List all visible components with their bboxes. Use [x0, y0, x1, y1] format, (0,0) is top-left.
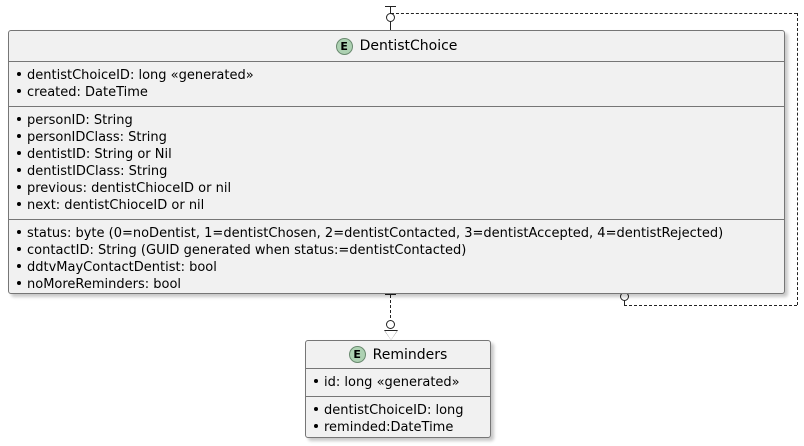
attribute-text: dentistChoiceID: long	[324, 403, 464, 418]
attribute-text: dentistChoiceID: long «generated»	[27, 68, 254, 83]
attribute-row: dentistID: String or Nil	[17, 146, 778, 163]
compartment-divider	[9, 219, 784, 220]
entity-dentistchoice[interactable]: E DentistChoice dentistChoiceID: long «g…	[8, 30, 785, 294]
attribute-text: dentistIDClass: String	[27, 164, 168, 179]
bullet-icon	[17, 168, 21, 172]
bullet-icon	[314, 424, 318, 428]
attribute-row: personIDClass: String	[17, 129, 778, 146]
attribute-row: contactID: String (GUID generated when s…	[17, 242, 778, 259]
multiplicity-tick-top	[385, 6, 396, 7]
attribute-text: created: DateTime	[27, 85, 148, 100]
attribute-text: personIDClass: String	[27, 130, 167, 145]
bullet-icon	[17, 89, 21, 93]
entity-dentistchoice-name: DentistChoice	[359, 38, 458, 54]
attribute-row: status: byte (0=noDentist, 1=dentistChos…	[17, 225, 778, 242]
bullet-icon	[17, 247, 21, 251]
attribute-text: ddtvMayContactDentist: bool	[27, 260, 217, 275]
attribute-text: next: dentistChioceID or nil	[27, 198, 205, 213]
attribute-text: reminded:DateTime	[324, 420, 454, 435]
attribute-row: dentistChoiceID: long «generated»	[17, 67, 778, 84]
self-loop-bottom-dash	[624, 305, 797, 306]
compartment-divider	[9, 61, 784, 62]
entity-icon: E	[335, 37, 353, 55]
entity-dentistchoice-status-compartment: status: byte (0=noDentist, 1=dentistChos…	[9, 220, 784, 298]
bullet-icon	[17, 264, 21, 268]
self-loop-right-dash	[797, 13, 798, 305]
entity-reminders-identity-compartment: id: long «generated»	[306, 369, 490, 396]
attribute-row: noMoreReminders: bool	[17, 276, 778, 293]
attribute-text: dentistID: String or Nil	[27, 147, 172, 162]
bullet-icon	[314, 407, 318, 411]
entity-reminders[interactable]: E Reminders id: long «generated» dentist…	[305, 340, 491, 438]
bullet-icon	[17, 230, 21, 234]
attribute-row: reminded:DateTime	[314, 419, 484, 436]
reminders-conn-dash	[390, 300, 391, 318]
bullet-icon	[314, 379, 318, 383]
entity-dentistchoice-reference-compartment: personID: String personIDClass: String d…	[9, 107, 784, 219]
bullet-icon	[17, 281, 21, 285]
attribute-text: status: byte (0=noDentist, 1=dentistChos…	[27, 226, 724, 241]
multiplicity-zero-marker-reminders	[386, 320, 395, 329]
attribute-row: created: DateTime	[17, 84, 778, 101]
entity-dentistchoice-title: E DentistChoice	[9, 31, 784, 61]
attribute-row: ddtvMayContactDentist: bool	[17, 259, 778, 276]
multiplicity-zero-marker-top	[386, 13, 395, 22]
compartment-divider	[9, 106, 784, 107]
attribute-row: id: long «generated»	[314, 374, 484, 391]
compartment-divider	[306, 368, 490, 369]
bullet-icon	[17, 202, 21, 206]
attribute-row: next: dentistChioceID or nil	[17, 197, 778, 214]
attribute-row: previous: dentistChioceID or nil	[17, 180, 778, 197]
compartment-divider	[306, 396, 490, 397]
attribute-text: id: long «generated»	[324, 375, 460, 390]
multiplicity-one-tick-lower	[385, 294, 396, 295]
attribute-text: personID: String	[27, 113, 133, 128]
bullet-icon	[17, 134, 21, 138]
attribute-text: contactID: String (GUID generated when s…	[27, 243, 467, 258]
entity-icon: E	[348, 346, 366, 363]
self-loop-top-dash	[391, 13, 797, 14]
generalization-arrowhead-inner	[385, 331, 397, 340]
entity-reminders-name: Reminders	[372, 346, 448, 363]
attribute-row: dentistIDClass: String	[17, 163, 778, 180]
attribute-text: previous: dentistChioceID or nil	[27, 181, 232, 196]
bullet-icon	[17, 72, 21, 76]
entity-reminders-reference-compartment: dentistChoiceID: long reminded:DateTime	[306, 397, 490, 441]
entity-dentistchoice-identity-compartment: dentistChoiceID: long «generated» create…	[9, 62, 784, 106]
attribute-row: personID: String	[17, 112, 778, 129]
bullet-icon	[17, 117, 21, 121]
entity-reminders-title: E Reminders	[306, 341, 490, 368]
bullet-icon	[17, 151, 21, 155]
attribute-row: dentistChoiceID: long	[314, 402, 484, 419]
attribute-text: noMoreReminders: bool	[27, 277, 182, 292]
bullet-icon	[17, 185, 21, 189]
